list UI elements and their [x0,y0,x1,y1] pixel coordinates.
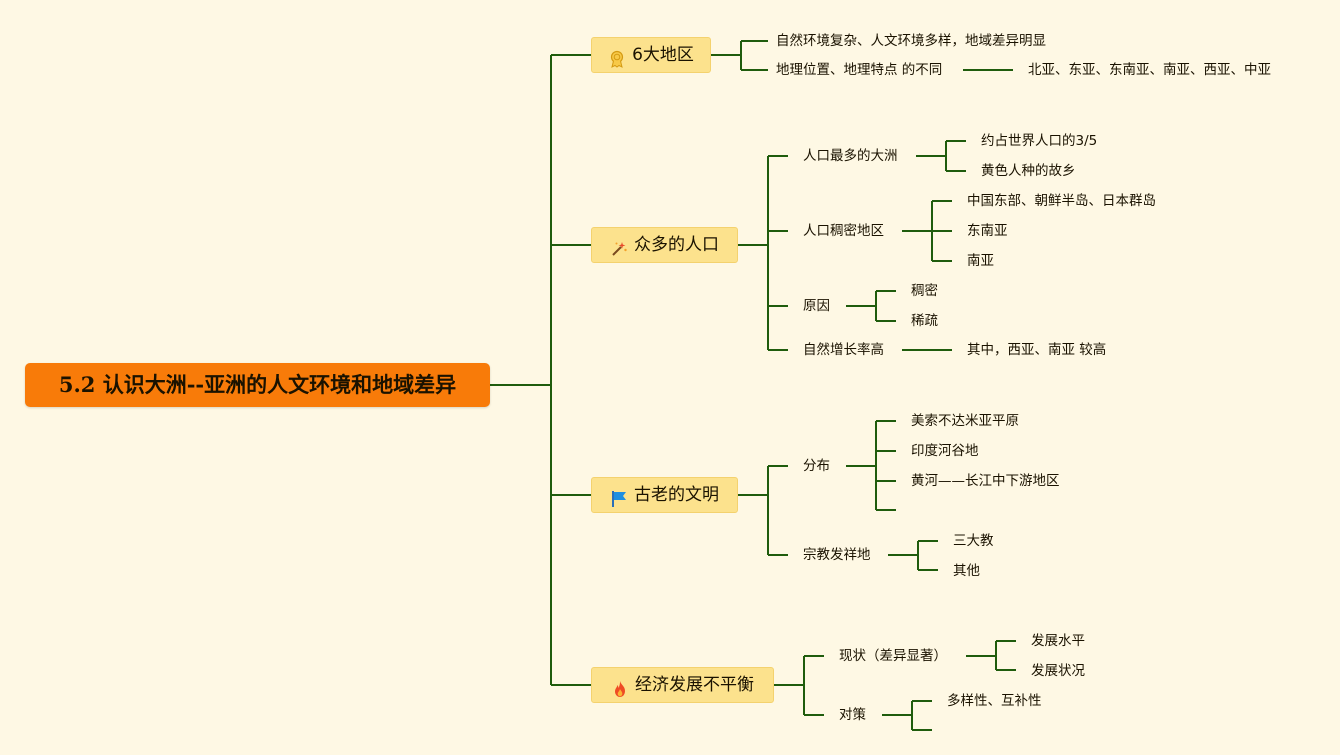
subtopic-countermeasures[interactable]: 对策 [839,707,866,723]
leaf-mesopotamia[interactable]: 美索不达米亚平原 [911,413,1019,429]
subtopic-environment-diversity[interactable]: 自然环境复杂、人文环境多样，地域差异明显 [776,33,1046,49]
subtopic-dense-areas[interactable]: 人口稠密地区 [803,223,884,239]
subtopic-distribution[interactable]: 分布 [803,458,830,474]
leaf-east-china-korea-japan[interactable]: 中国东部、朝鲜半岛、日本群岛 [967,193,1156,209]
topic-label: 经济发展不平衡 [635,675,754,695]
leaf-development-status[interactable]: 发展状况 [1031,663,1085,679]
leaf-others[interactable]: 其他 [953,563,980,579]
topic-label: 6大地区 [632,45,694,65]
leaf-west-south-asia-higher[interactable]: 其中，西亚、南亚 较高 [967,342,1107,358]
leaf-indus-valley[interactable]: 印度河谷地 [911,443,979,459]
root-topic[interactable]: 5.2 认识大洲--亚洲的人文环境和地域差异 [25,363,490,407]
leaf-sparse[interactable]: 稀疏 [911,313,938,329]
flag-icon [610,486,628,507]
subtopic-most-populous[interactable]: 人口最多的大洲 [803,148,898,164]
magic-wand-icon [610,236,628,256]
medal-icon [608,46,626,68]
leaf-diversity-complementarity[interactable]: 多样性、互补性 [947,693,1042,709]
topic-six-regions[interactable]: 6大地区 [591,37,711,73]
subtopic-location-features[interactable]: 地理位置、地理特点 的不同 [776,62,943,78]
leaf-world-population-share[interactable]: 约占世界人口的3/5 [981,133,1098,149]
subtopic-reasons[interactable]: 原因 [803,298,830,314]
topic-unbalanced-economy[interactable]: 经济发展不平衡 [591,667,774,703]
leaf-three-religions[interactable]: 三大教 [953,533,994,549]
topic-label: 古老的文明 [634,485,719,505]
leaf-yellow-yangtze-river[interactable]: 黄河——长江中下游地区 [911,473,1060,489]
subtopic-religion-birthplace[interactable]: 宗教发祥地 [803,547,871,563]
topic-label: 众多的人口 [634,235,719,255]
leaf-yellow-race-homeland[interactable]: 黄色人种的故乡 [981,163,1076,179]
topic-large-population[interactable]: 众多的人口 [591,227,738,263]
subtopic-natural-growth[interactable]: 自然增长率高 [803,342,884,358]
fire-icon [611,676,629,697]
leaf-southeast-asia[interactable]: 东南亚 [967,223,1008,239]
topic-ancient-civilization[interactable]: 古老的文明 [591,477,738,513]
subtopic-current-status[interactable]: 现状（差异显著） [839,648,947,664]
leaf-dense[interactable]: 稠密 [911,283,938,299]
leaf-south-asia[interactable]: 南亚 [967,253,994,269]
leaf-region-list[interactable]: 北亚、东亚、东南亚、南亚、西亚、中亚 [1028,62,1271,78]
leaf-development-level[interactable]: 发展水平 [1031,633,1085,649]
